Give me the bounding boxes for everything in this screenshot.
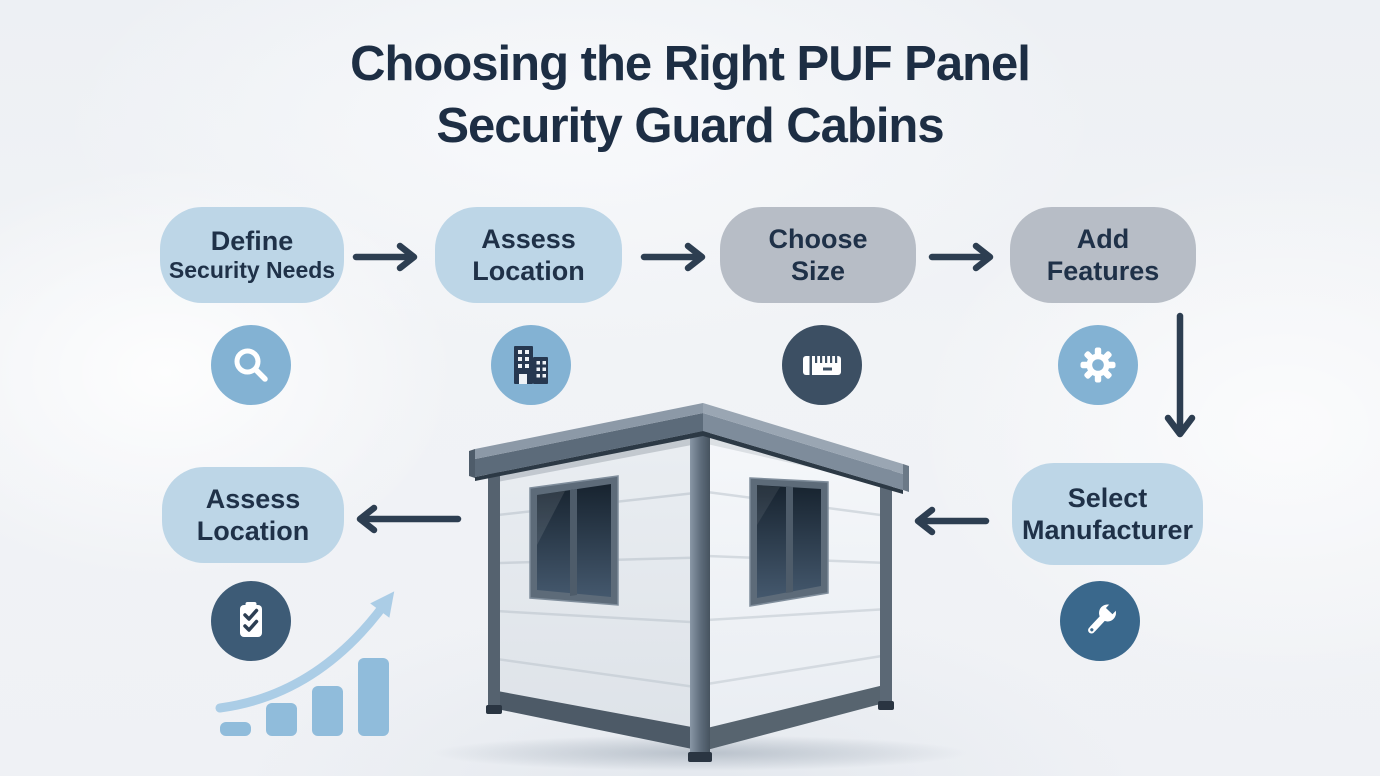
search-icon xyxy=(211,325,291,405)
arrow-left-to-assess xyxy=(356,504,462,534)
guard-cabin-illustration xyxy=(432,403,968,771)
growth-bars xyxy=(220,648,400,736)
step-label: Features xyxy=(1046,256,1160,286)
cabin-left-window xyxy=(529,475,619,606)
cabin-feet xyxy=(486,701,894,762)
ruler-icon xyxy=(782,325,862,405)
clipboard-check-icon xyxy=(211,581,291,661)
cabin-roof xyxy=(469,403,909,494)
growth-bar xyxy=(312,686,343,736)
step-label: Security Needs xyxy=(168,257,336,284)
arrow-left-to-cabin xyxy=(914,506,990,536)
arrow-down xyxy=(1164,312,1196,438)
growth-bar xyxy=(266,703,297,736)
step-box-define-security-needs: Define Security Needs xyxy=(160,207,344,303)
growth-bar xyxy=(358,658,389,736)
step-box-assess-location-2: Assess Location xyxy=(162,467,344,563)
gear-icon xyxy=(1058,325,1138,405)
wrench-icon xyxy=(1060,581,1140,661)
step-label: Assess xyxy=(205,483,301,514)
cabin-corner-post xyxy=(690,421,710,754)
step-label: Select xyxy=(1067,482,1148,513)
step-box-choose-size: Choose Size xyxy=(720,207,916,303)
step-label: Choose xyxy=(768,223,868,254)
step-label: Manufacturer xyxy=(1021,515,1194,545)
growth-trend-arrow-icon xyxy=(215,591,395,713)
step-label: Location xyxy=(196,516,310,546)
arrow-right-2 xyxy=(640,242,706,272)
step-box-add-features: Add Features xyxy=(1010,207,1196,303)
step-label: Location xyxy=(472,256,585,286)
building-icon xyxy=(491,325,571,405)
arrow-right-1 xyxy=(352,242,418,272)
step-label: Assess xyxy=(481,223,576,254)
step-box-select-manufacturer: Select Manufacturer xyxy=(1012,463,1203,565)
title-line-2: Security Guard Cabins xyxy=(436,99,944,153)
title-line-1: Choosing the Right PUF Panel xyxy=(350,37,1031,91)
growth-bar xyxy=(220,722,251,736)
arrow-right-3 xyxy=(928,242,994,272)
cabin-right-window xyxy=(749,477,829,607)
step-box-assess-location: Assess Location xyxy=(435,207,622,303)
page-title: Choosing the Right PUF Panel Security Gu… xyxy=(0,33,1380,157)
step-label: Define xyxy=(210,226,294,256)
step-label: Add xyxy=(1076,223,1130,254)
step-label: Size xyxy=(790,256,846,286)
